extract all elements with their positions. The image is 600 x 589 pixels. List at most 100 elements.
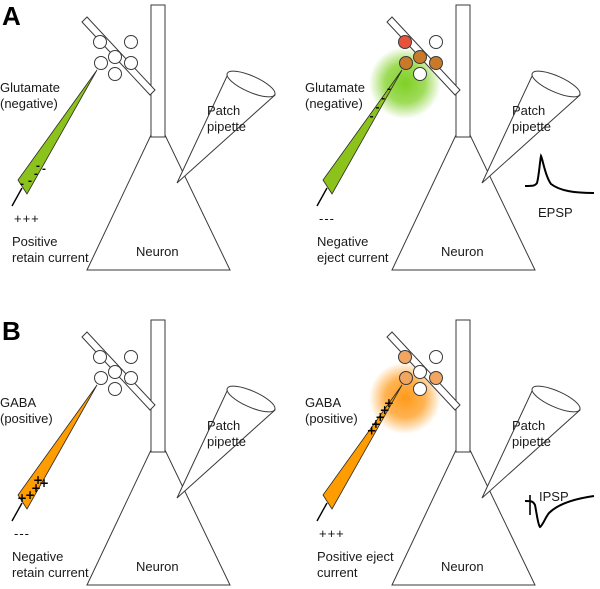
scene-4: NeuronPatchpipette+++++GABA(positive)+++… — [305, 319, 595, 586]
drug-label: Glutamate — [305, 80, 365, 95]
drug-label: Glutamate — [0, 80, 60, 95]
vesicle — [124, 56, 138, 70]
drug-pipette — [17, 69, 98, 195]
vesicle — [429, 35, 443, 49]
pipette-wire — [316, 187, 328, 207]
charge-mark: - — [370, 112, 374, 123]
current-label-line2: eject current — [317, 250, 389, 265]
charge-mark: + — [31, 481, 41, 495]
epsp-trace — [524, 153, 595, 194]
dendrite — [150, 319, 166, 453]
scene-2: NeuronPatchpipette----Glutamate(negative… — [305, 4, 595, 271]
vesicle — [124, 350, 138, 364]
charge-mark: - — [28, 176, 32, 187]
charge-mark: + — [380, 403, 390, 417]
dendrite — [455, 4, 471, 138]
current-sign: +++ — [14, 211, 40, 226]
charge-mark: + — [384, 396, 394, 410]
charge-mark: + — [17, 491, 27, 505]
dendrite — [150, 4, 166, 138]
ipsp-trace — [524, 495, 595, 529]
drug-pipette — [322, 69, 403, 195]
drug-charge-label: (negative) — [305, 96, 363, 111]
current-label-line1: Negative — [12, 549, 63, 564]
current-label-line1: Negative — [317, 234, 368, 249]
drug-pipette — [322, 384, 403, 510]
charge-mark: + — [371, 417, 381, 431]
charge-mark: - — [20, 179, 24, 190]
patch-pipette-opening — [226, 70, 276, 98]
charge-mark: - — [375, 103, 379, 114]
scene-3: NeuronPatchpipette+++++GABA(positive)---… — [0, 319, 276, 586]
charge-mark: + — [39, 476, 49, 490]
vesicle — [108, 50, 122, 64]
vesicle — [429, 350, 443, 364]
vesicle — [124, 371, 138, 385]
vesicle — [93, 350, 107, 364]
patch-label-line2: pipette — [207, 119, 246, 134]
current-sign: --- — [319, 211, 335, 226]
current-label-line1: Positive eject — [317, 549, 394, 564]
neuron-label: Neuron — [136, 244, 179, 259]
drug-charge-label: (negative) — [0, 96, 58, 111]
vesicle — [429, 371, 443, 385]
vesicle — [93, 35, 107, 49]
vesicle — [429, 56, 443, 70]
panel-letter: A — [2, 1, 21, 31]
charge-mark: + — [25, 488, 35, 502]
vesicle — [108, 365, 122, 379]
release-glow — [369, 47, 441, 119]
scene-1: NeuronPatchpipette-----Glutamate(negativ… — [0, 4, 276, 271]
neuron-label: Neuron — [136, 559, 179, 574]
drug-label: GABA — [0, 395, 36, 410]
current-label-line1: Positive — [12, 234, 58, 249]
current-label-line2: current — [317, 565, 358, 580]
current-sign: --- — [14, 526, 30, 541]
current-label-line2: retain current — [12, 250, 89, 265]
trace-label: IPSP — [539, 489, 569, 504]
vesicle — [108, 382, 122, 396]
patch-label-line2: pipette — [512, 434, 551, 449]
patch-label-line2: pipette — [207, 434, 246, 449]
neuron-label: Neuron — [441, 244, 484, 259]
panel-letter: B — [2, 316, 21, 346]
vesicle — [124, 35, 138, 49]
charge-mark: + — [33, 473, 43, 487]
vesicle — [413, 67, 427, 81]
vesicle — [108, 67, 122, 81]
patch-pipette-opening — [531, 385, 581, 413]
drug-charge-label: (positive) — [0, 411, 53, 426]
current-sign: +++ — [319, 526, 345, 541]
charge-mark: - — [387, 84, 391, 95]
pipette-wire — [11, 187, 23, 207]
patch-label-line1: Patch — [512, 418, 545, 433]
vesicle — [399, 371, 413, 385]
drug-pipette — [17, 384, 98, 510]
vesicle — [94, 371, 108, 385]
charge-mark: - — [42, 164, 46, 175]
patch-label-line2: pipette — [512, 119, 551, 134]
vesicle — [398, 350, 412, 364]
vesicle — [413, 382, 427, 396]
drug-label: GABA — [305, 395, 341, 410]
pipette-wire — [11, 502, 23, 522]
vesicle — [94, 56, 108, 70]
charge-mark: - — [34, 169, 38, 180]
vesicle — [413, 50, 427, 64]
vesicle — [399, 56, 413, 70]
pipette-wire — [316, 502, 328, 522]
patch-pipette-opening — [226, 385, 276, 413]
patch-label-line1: Patch — [512, 103, 545, 118]
dendrite — [455, 319, 471, 453]
patch-label-line1: Patch — [207, 418, 240, 433]
charge-mark: - — [36, 161, 40, 172]
patch-label-line1: Patch — [207, 103, 240, 118]
vesicle — [413, 365, 427, 379]
neuron-label: Neuron — [441, 559, 484, 574]
charge-mark: + — [367, 424, 377, 438]
current-label-line2: retain current — [12, 565, 89, 580]
release-glow — [369, 362, 441, 434]
drug-charge-label: (positive) — [305, 411, 358, 426]
